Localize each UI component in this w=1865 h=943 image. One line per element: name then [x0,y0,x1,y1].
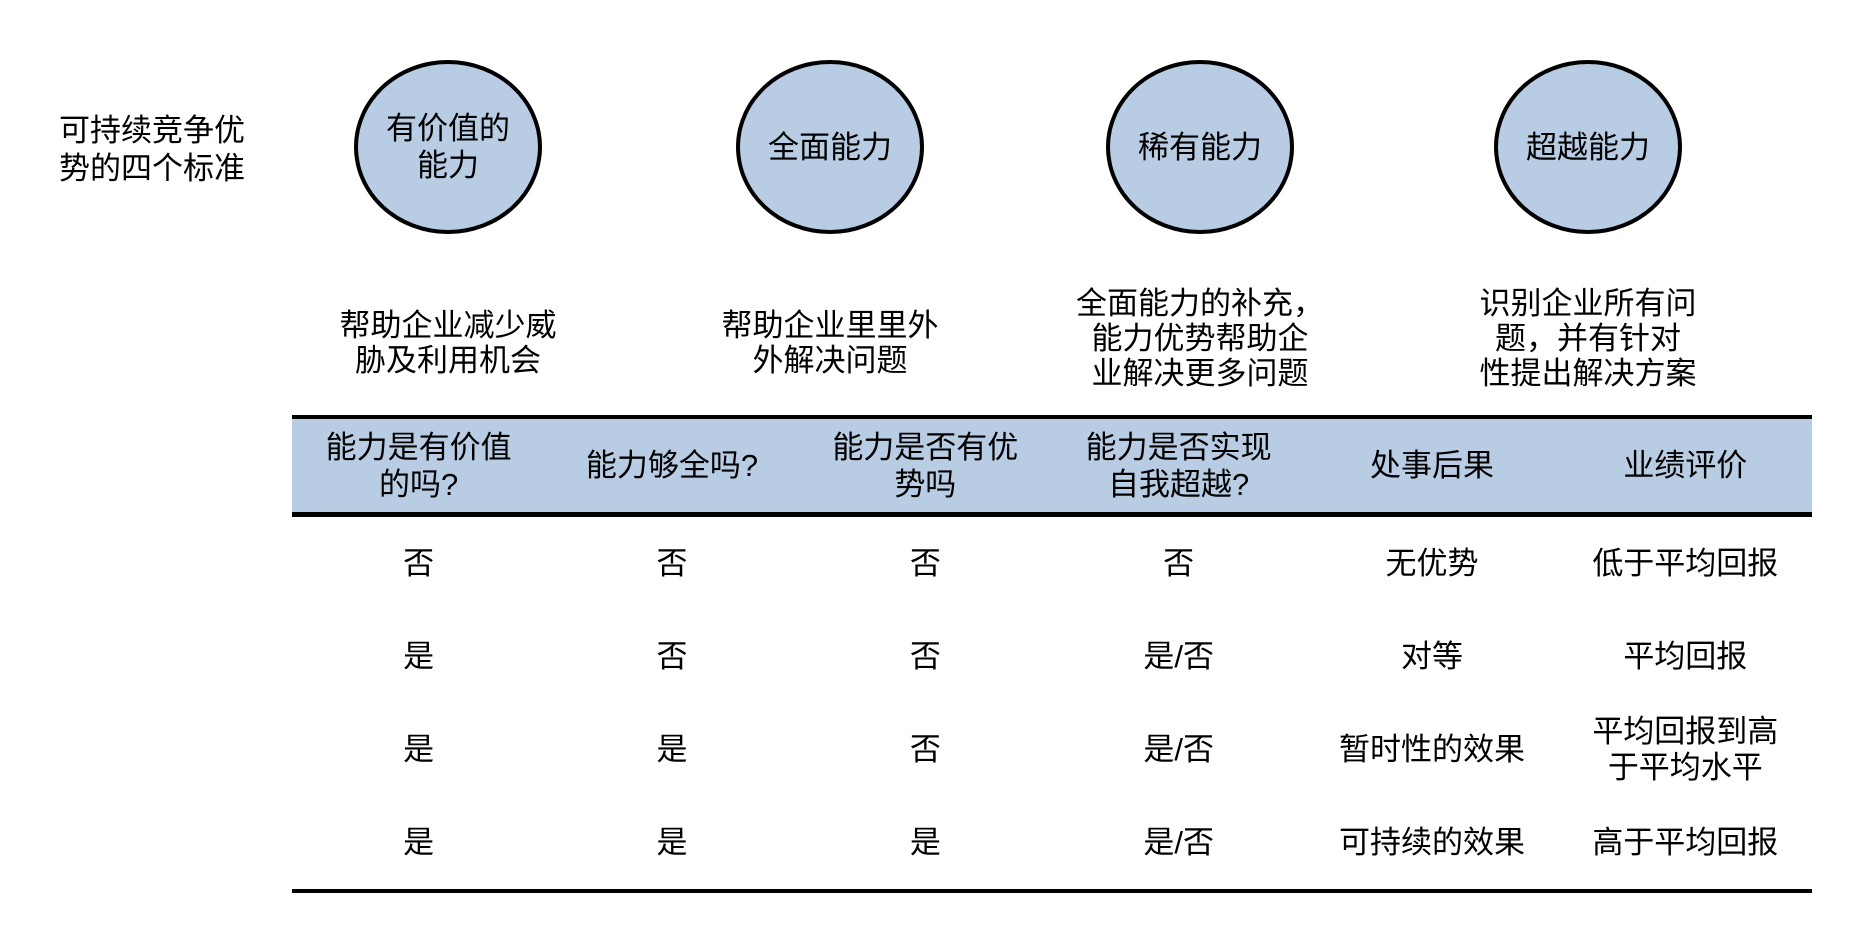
criterion-circle-comprehensive-label: 全面能力 [768,129,892,165]
table-cell: 否 [656,638,688,674]
table-header-consequence: 处事后果 [1369,448,1494,483]
table-header-valuable: 能力是有价值 的吗? [325,429,512,502]
table-cell: 无优势 [1385,545,1479,581]
table-cell: 是 [656,824,688,860]
table-cell: 是/否 [1143,731,1214,767]
table-cell: 是 [909,824,941,860]
criterion-circle-surpassing-label: 超越能力 [1526,129,1650,165]
table-header-advantage: 能力是否有优 势吗 [832,429,1019,502]
table-cell: 对等 [1400,638,1463,674]
table-cell: 是/否 [1143,638,1214,674]
criterion-desc-surpassing: 识别企业所有问 题，并有针对 性提出解决方案 [1479,286,1697,391]
vrio-table: 能力是有价值 的吗? 能力够全吗? 能力是否有优 势吗 能力是否实现 自我超越?… [292,415,1812,893]
criterion-circle-rare-label: 稀有能力 [1138,129,1262,165]
criterion-desc-valuable: 帮助企业减少威 胁及利用机会 [339,308,557,378]
table-cell: 平均回报 [1623,638,1748,674]
table-row: 否 否 否 否 无优势 低于平均回报 [292,517,1812,610]
table-cell: 是 [403,638,435,674]
criterion-circle-surpassing: 超越能力 [1494,60,1682,234]
table-header-complete: 能力够全吗? [585,448,759,483]
criterion-desc-rare: 全面能力的补充， 能力优势帮助企 业解决更多问题 [1076,286,1324,391]
table-body: 否 否 否 否 无优势 低于平均回报 是 否 否 是/否 对等 平均回报 是 是… [292,517,1812,893]
table-cell: 高于平均回报 [1592,824,1779,860]
table-cell: 否 [403,545,435,581]
table-cell: 是 [403,731,435,767]
table-cell: 是/否 [1143,824,1214,860]
table-cell: 否 [909,731,941,767]
table-row: 是 是 否 是/否 暂时性的效果 平均回报到高 于平均水平 [292,703,1812,796]
table-cell: 是 [656,731,688,767]
criterion-desc-comprehensive: 帮助企业里里外 外解决问题 [721,308,939,378]
table-cell: 平均回报到高 于平均水平 [1592,713,1779,785]
table-cell: 否 [656,545,688,581]
table-header-transcendence: 能力是否实现 自我超越? [1085,429,1272,502]
side-label: 可持续竞争优 势的四个标准 [59,113,245,186]
table-cell: 暂时性的效果 [1338,731,1525,767]
criterion-circle-valuable-label: 有价值的 能力 [386,111,510,183]
table-cell: 可持续的效果 [1338,824,1525,860]
table-cell: 是 [403,824,435,860]
criterion-circle-comprehensive: 全面能力 [736,60,924,234]
table-header-row: 能力是有价值 的吗? 能力够全吗? 能力是否有优 势吗 能力是否实现 自我超越?… [292,415,1812,517]
table-row: 是 否 否 是/否 对等 平均回报 [292,610,1812,703]
criterion-circle-rare: 稀有能力 [1106,60,1294,234]
table-cell: 否 [1163,545,1195,581]
table-cell: 低于平均回报 [1592,545,1779,581]
table-row: 是 是 是 是/否 可持续的效果 高于平均回报 [292,796,1812,889]
criterion-circle-valuable: 有价值的 能力 [354,60,542,234]
table-cell: 否 [909,638,941,674]
table-cell: 否 [909,545,941,581]
table-header-performance: 业绩评价 [1623,448,1748,483]
